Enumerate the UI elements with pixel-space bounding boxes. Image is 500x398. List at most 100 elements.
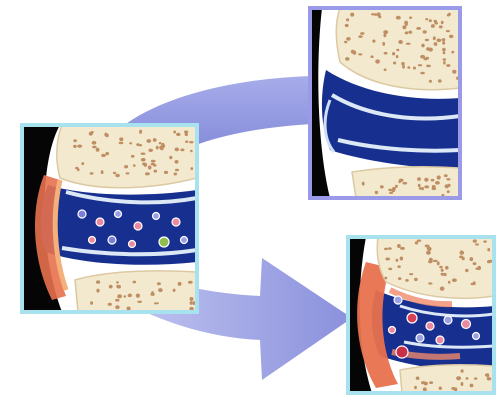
bone-pore (139, 144, 142, 146)
bone-pore (131, 155, 135, 158)
bone-pore (126, 172, 130, 174)
bone-pore (425, 57, 429, 60)
bone-pore (185, 133, 188, 137)
bone-pore (116, 285, 119, 288)
inflammatory-cell (394, 296, 402, 304)
bone-pore (190, 150, 193, 152)
bone-pore (423, 30, 427, 33)
bone-pore (477, 266, 481, 270)
bone-pore (465, 269, 468, 272)
bone-pore (345, 24, 349, 27)
bone-pore (392, 187, 396, 191)
bone-pore (96, 289, 99, 293)
bone-pore (384, 52, 388, 55)
panel-severe-joint (348, 237, 494, 393)
bone-pore (73, 145, 77, 148)
bone-pore (416, 377, 420, 380)
bone-pore (488, 260, 493, 263)
bone-pore (189, 141, 193, 143)
bone-pore (92, 146, 97, 149)
bone-pore (406, 43, 411, 45)
bone-pore (382, 42, 385, 46)
bone-pore (486, 373, 489, 377)
bone-pore (96, 148, 100, 152)
bone-pore (395, 185, 398, 188)
bone-pore (105, 152, 109, 155)
bone-pore (470, 384, 474, 388)
bone-pore (487, 248, 490, 251)
bone-pore (393, 62, 396, 65)
bone-pore (449, 35, 454, 39)
bone-pore (350, 13, 354, 17)
bone-pore (174, 173, 178, 176)
bone-pore (180, 149, 184, 152)
bone-pore (443, 273, 446, 276)
bone-pore (344, 41, 347, 44)
bone-pore (425, 39, 429, 41)
bone-pore (437, 175, 441, 179)
bone-pore (75, 167, 78, 170)
bone-pore (448, 281, 451, 284)
bone-pore (409, 273, 413, 275)
bone-pore (470, 257, 474, 261)
bone-pore (414, 386, 417, 389)
bone-pore (405, 31, 409, 34)
bone-pore (415, 241, 418, 244)
bone-pore (358, 53, 362, 55)
bone-pore (417, 177, 421, 181)
bone-pore (148, 166, 152, 170)
bone-pore (402, 25, 406, 29)
bone-pore (443, 52, 446, 55)
bone-pore (370, 55, 373, 58)
bone-pore (374, 13, 378, 16)
inflammatory-cell (108, 236, 116, 244)
inflammatory-cell (78, 210, 86, 218)
bone-pore (115, 305, 119, 309)
bone-pore (442, 41, 445, 45)
bone-pore (429, 19, 432, 22)
bone-pore (416, 27, 421, 30)
bone-pore (384, 248, 388, 251)
bone-pore (190, 301, 193, 305)
bone-pore (383, 30, 388, 34)
bone-pore (405, 279, 409, 282)
bone-pore (454, 387, 457, 391)
upper-bone (57, 125, 197, 188)
inflammatory-cell (134, 222, 142, 230)
bone-pore (175, 160, 179, 164)
bone-pore (116, 281, 119, 283)
bone-pore (473, 239, 477, 242)
bone-pore (466, 377, 469, 380)
bone-pore (409, 17, 412, 19)
bone-pore (452, 278, 457, 282)
bone-pore (442, 38, 446, 41)
bone-pore (346, 18, 349, 21)
bone-pore (133, 164, 136, 167)
bone-pore (421, 44, 424, 48)
bone-pore (460, 250, 463, 253)
bone-pore (424, 178, 428, 182)
inflammatory-cell (389, 327, 396, 334)
panel-inflamed-joint (22, 125, 197, 312)
bone-pore (128, 294, 132, 297)
bone-pore (178, 282, 182, 286)
bone-pore (397, 244, 401, 248)
bone-pore (145, 172, 150, 175)
bone-pore (104, 133, 107, 137)
bone-pore (407, 66, 410, 69)
bone-pore (432, 187, 437, 190)
bone-pore (408, 31, 412, 34)
bone-pore (175, 148, 179, 152)
bone-pore (173, 131, 176, 134)
bone-pore (474, 377, 478, 379)
bone-pore (461, 382, 464, 386)
bone-pore (160, 147, 164, 150)
panel-healthy-joint (310, 8, 460, 198)
lower-bone (75, 271, 197, 312)
bone-pore (402, 65, 405, 69)
inflammatory-cell (89, 237, 96, 244)
inflammatory-cell (407, 313, 417, 323)
bone-pore (447, 190, 450, 193)
bone-pore (351, 50, 355, 54)
